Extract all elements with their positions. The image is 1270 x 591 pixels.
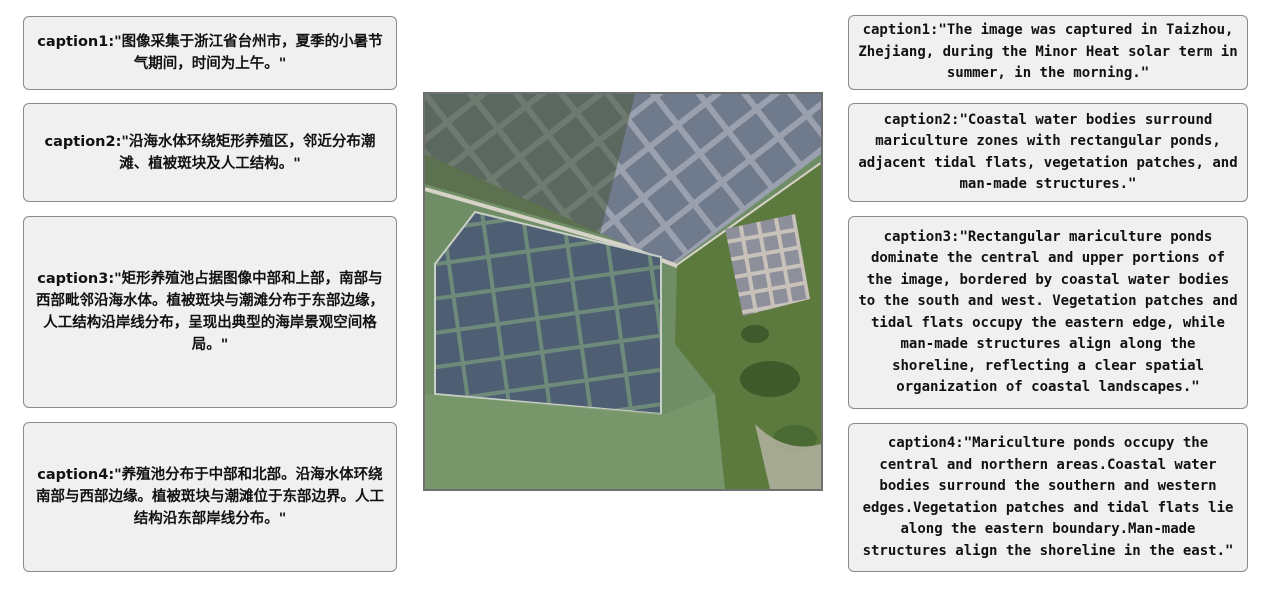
caption-en-2: caption2:"Coastal water bodies surround … bbox=[848, 103, 1248, 202]
caption-zh-1-text: caption1:"图像采集于浙江省台州市，夏季的小暑节气期间，时间为上午。" bbox=[37, 34, 383, 72]
caption-en-1: caption1:"The image was captured in Taiz… bbox=[848, 15, 1248, 90]
caption-zh-4: caption4:"养殖池分布于中部和北部。沿海水体环绕南部与西部边缘。植被斑块… bbox=[23, 422, 397, 572]
caption-zh-3-text: caption3:"矩形养殖池占据图像中部和上部，南部与西部毗邻沿海水体。植被斑… bbox=[36, 271, 384, 353]
caption-zh-3: caption3:"矩形养殖池占据图像中部和上部，南部与西部毗邻沿海水体。植被斑… bbox=[23, 216, 397, 408]
satellite-image-drawing bbox=[425, 94, 821, 489]
caption-en-3: caption3:"Rectangular mariculture ponds … bbox=[848, 216, 1248, 409]
caption-en-1-text: caption1:"The image was captured in Taiz… bbox=[858, 22, 1238, 82]
caption-en-4-text: caption4:"Mariculture ponds occupy the c… bbox=[862, 435, 1234, 559]
caption-zh-1: caption1:"图像采集于浙江省台州市，夏季的小暑节气期间，时间为上午。" bbox=[23, 16, 397, 90]
caption-zh-4-text: caption4:"养殖池分布于中部和北部。沿海水体环绕南部与西部边缘。植被斑块… bbox=[36, 467, 384, 527]
caption-zh-2: caption2:"沿海水体环绕矩形养殖区，邻近分布潮滩、植被斑块及人工结构。" bbox=[23, 103, 397, 202]
satellite-image bbox=[423, 92, 823, 491]
caption-en-4: caption4:"Mariculture ponds occupy the c… bbox=[848, 423, 1248, 572]
caption-en-3-text: caption3:"Rectangular mariculture ponds … bbox=[858, 228, 1238, 396]
caption-en-2-text: caption2:"Coastal water bodies surround … bbox=[858, 111, 1238, 193]
caption-zh-2-text: caption2:"沿海水体环绕矩形养殖区，邻近分布潮滩、植被斑块及人工结构。" bbox=[44, 133, 376, 172]
